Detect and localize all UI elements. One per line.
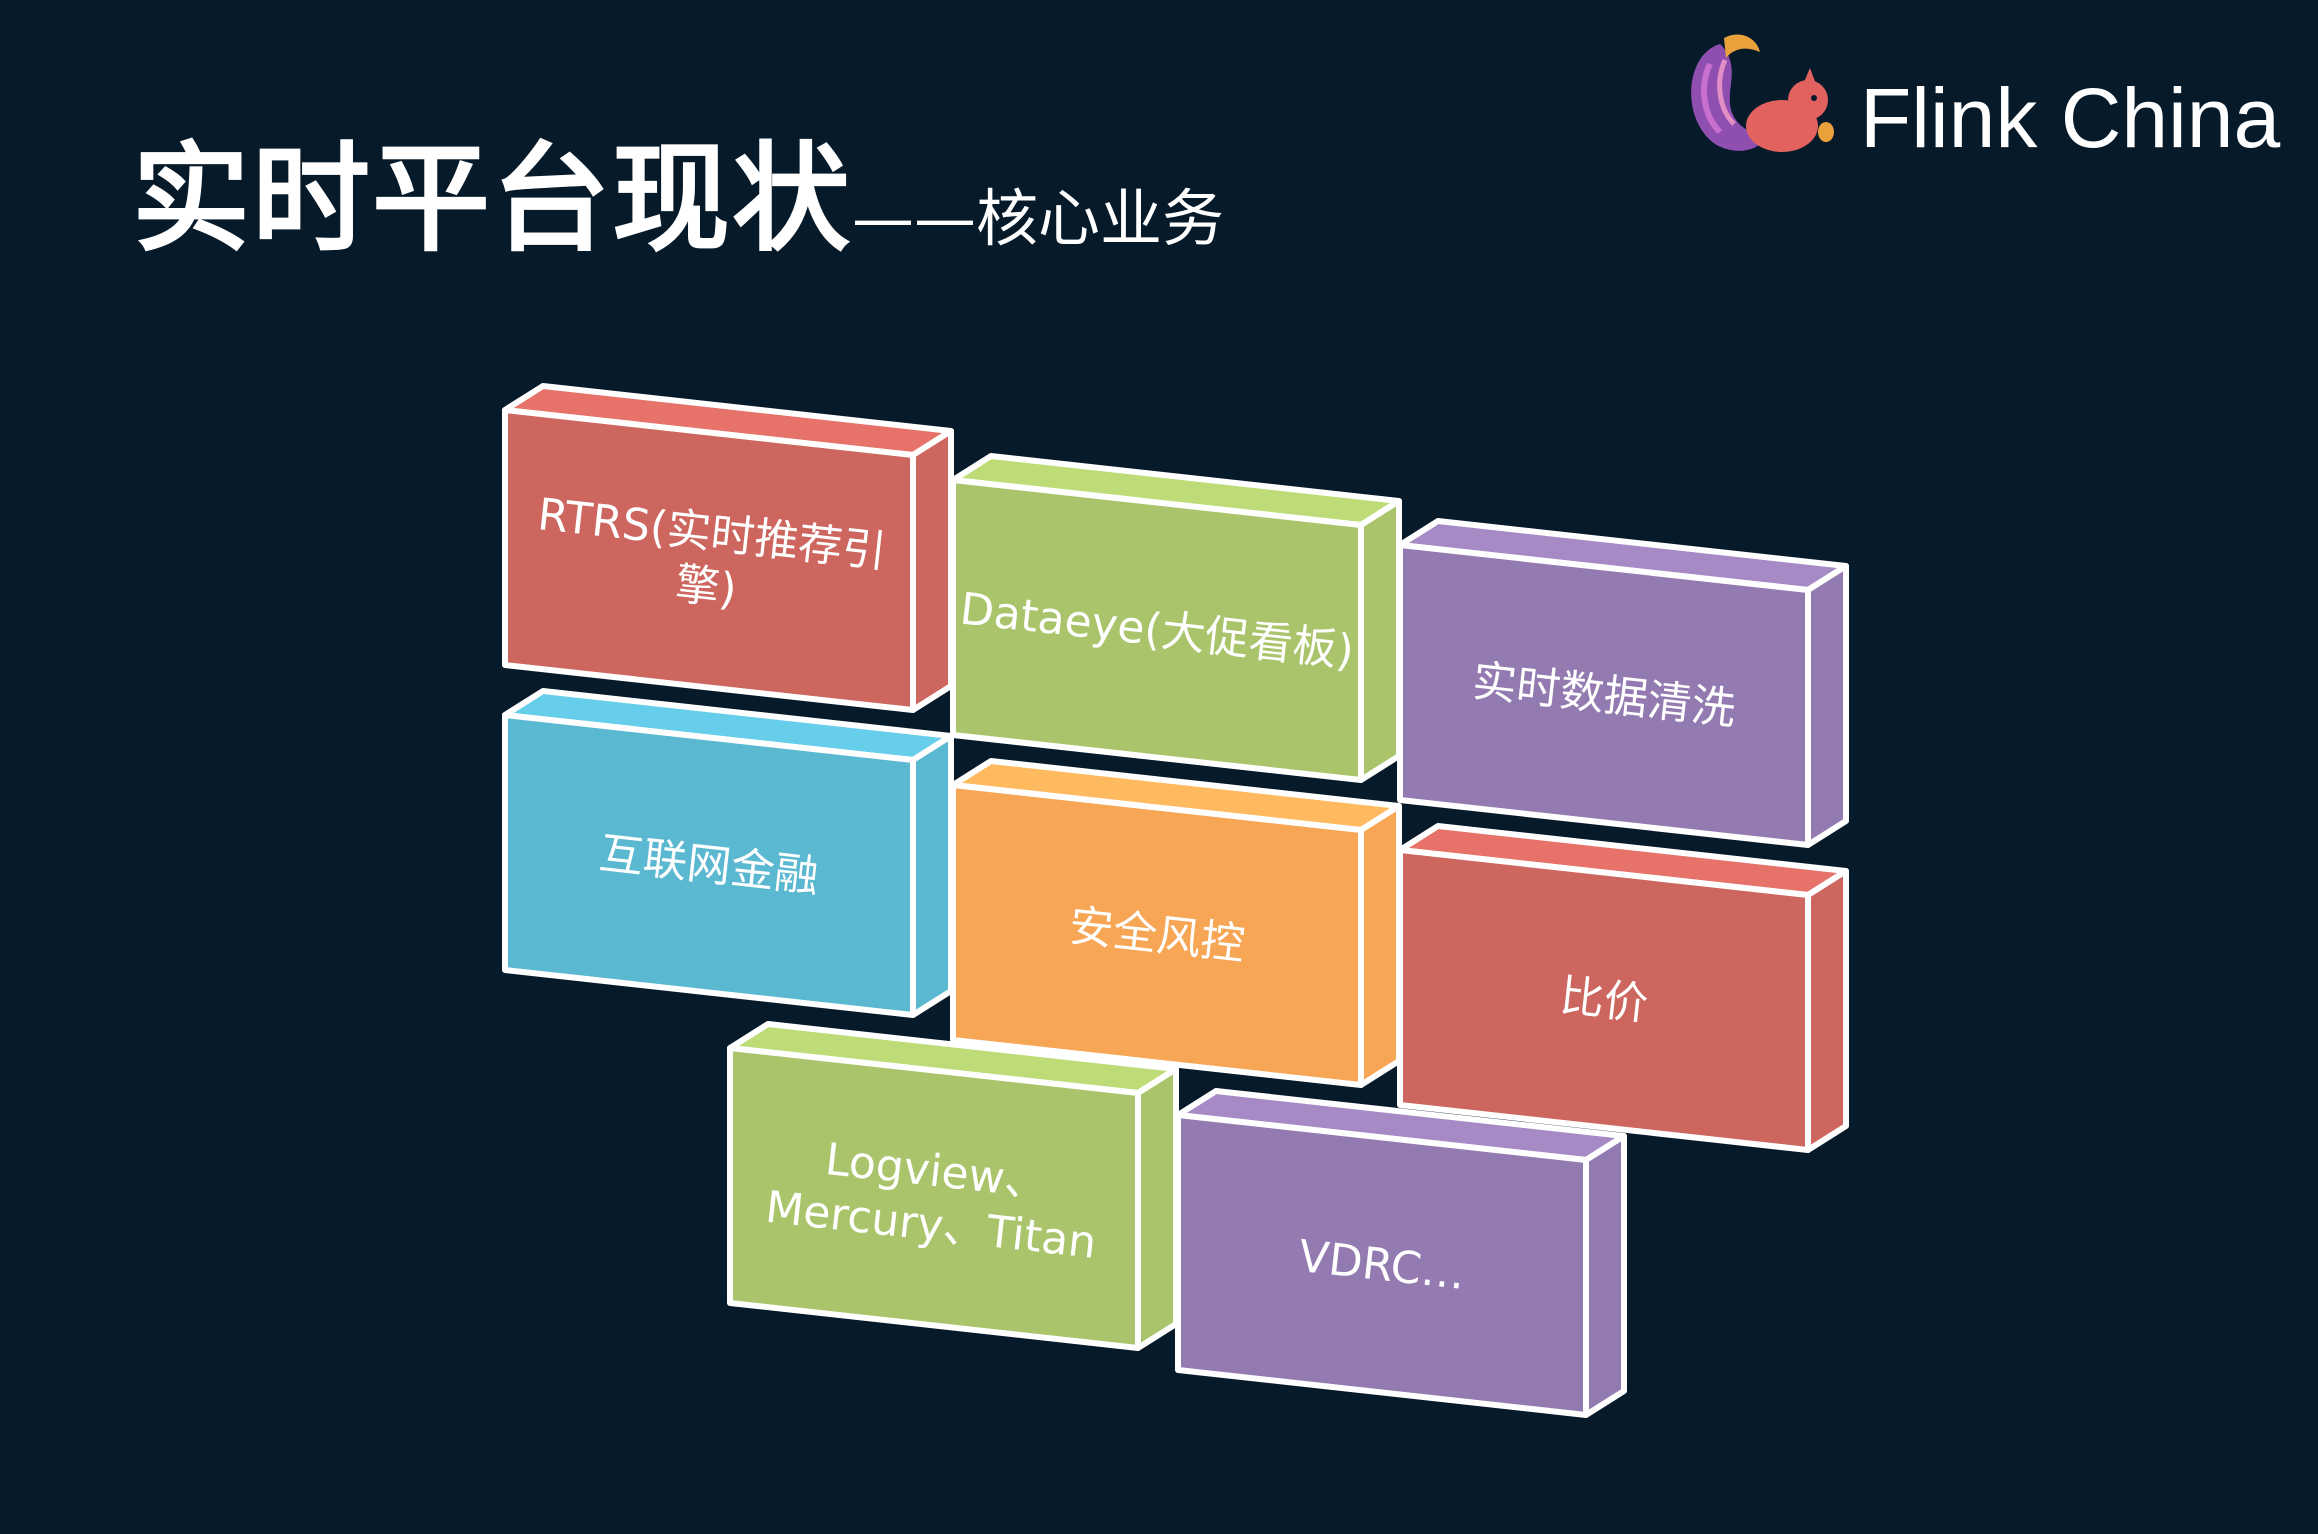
brick-label: Logview、Mercury、Titan bbox=[763, 1128, 1105, 1269]
brick-front-face bbox=[1397, 542, 1811, 848]
brick-front-face bbox=[502, 712, 916, 1018]
brick-side-face bbox=[1805, 868, 1849, 1153]
brick-side-face bbox=[910, 428, 954, 713]
brick-side-face bbox=[910, 733, 954, 1018]
squirrel-icon bbox=[1691, 34, 1834, 152]
brick-side-face bbox=[1135, 1066, 1179, 1351]
brick-side-face bbox=[1805, 563, 1849, 848]
brick-label-line: 擎) bbox=[673, 559, 739, 616]
brick-front-face bbox=[950, 782, 1364, 1088]
brick-front-face bbox=[950, 477, 1364, 783]
brick-logview: Logview、Mercury、Titan bbox=[727, 1021, 1179, 1351]
title-sub: ——核心业务 bbox=[852, 182, 1225, 255]
brick-data-cleaning: 实时数据清洗 bbox=[1397, 518, 1849, 848]
brick-internet-finance: 互联网金融 bbox=[502, 688, 954, 1018]
brick-front-face bbox=[502, 407, 916, 713]
brick-side-face bbox=[1358, 803, 1402, 1088]
brick-label-line: 比价 bbox=[1557, 970, 1650, 1030]
page-title: 实时平台现状——核心业务 bbox=[132, 140, 1224, 258]
brick-rtrs: RTRS(实时推荐引擎) bbox=[502, 383, 954, 713]
brick-security-risk: 安全风控 bbox=[950, 758, 1402, 1088]
brick-side-face bbox=[1583, 1133, 1627, 1418]
brick-front-face bbox=[1175, 1112, 1589, 1418]
brick-vdrc: VDRC… bbox=[1175, 1088, 1627, 1418]
brick-label: 比价 bbox=[1557, 970, 1650, 1030]
brick-side-face bbox=[1358, 498, 1402, 783]
brick-front-face bbox=[1397, 847, 1811, 1153]
brick-dataeye: Dataeye(大促看板) bbox=[950, 453, 1402, 783]
brick-price-compare: 比价 bbox=[1397, 823, 1849, 1153]
flink-china-logo: Flink China bbox=[1680, 24, 2280, 164]
brand-name: Flink China bbox=[1860, 71, 2281, 165]
brick-front-face bbox=[727, 1045, 1141, 1351]
title-main: 实时平台现状 bbox=[132, 130, 853, 268]
